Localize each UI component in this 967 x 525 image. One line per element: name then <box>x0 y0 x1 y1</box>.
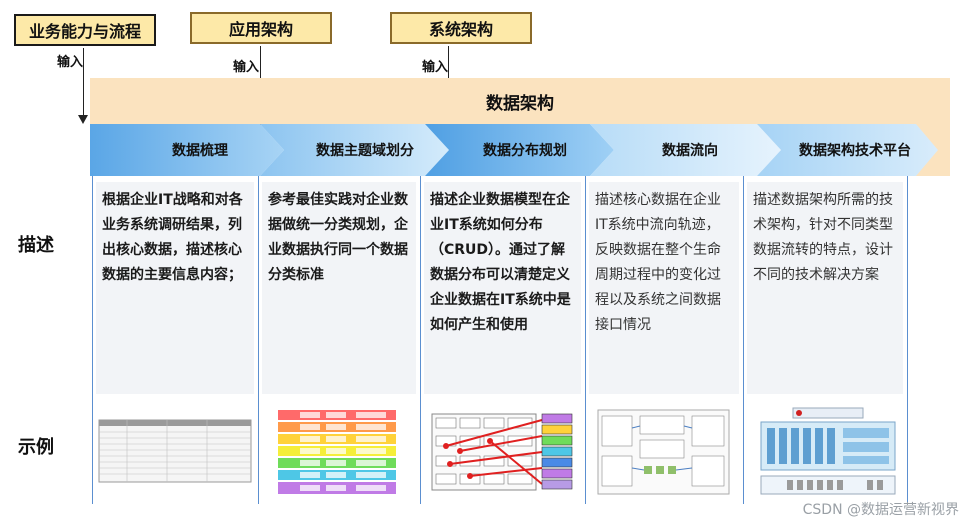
input-label-1: 输入 <box>57 55 84 70</box>
row-label-example: 示例 <box>18 437 54 458</box>
stage-2-description: 参考最佳实践对企业数据做统一分类规划，企业数据执行同一个数据分类标准 <box>262 182 416 394</box>
data-architecture-band: 数据架构 <box>90 78 950 124</box>
stage-1-description: 根据企业IT战略和对各业务系统调研结果，列出核心数据，描述核心数据的主要信息内容… <box>96 182 254 394</box>
stage-1-label: 数据梳理 <box>172 143 228 159</box>
stage-4-label: 数据流向 <box>662 143 718 159</box>
stage-4-description: 描述核心数据在企业IT系统中流向轨迹，反映数据在整个生命周期过程中的变化过程以及… <box>589 182 739 394</box>
stage-3-label: 数据分布规划 <box>483 143 567 159</box>
row-label-description: 描述 <box>18 235 54 256</box>
column-line-1 <box>258 176 259 504</box>
chevron-stage-5 <box>757 124 938 176</box>
stage-5-description: 描述数据架构所需的技术架构，针对不同类型数据流转的特点，设计不同的技术解决方案 <box>747 182 903 394</box>
stage-2-label: 数据主题域划分 <box>316 143 414 159</box>
chevron-svg <box>90 124 938 176</box>
application-arch-label: 应用架构 <box>228 20 293 39</box>
chevron-stage-3 <box>425 124 614 176</box>
input-label-2: 输入 <box>233 60 260 75</box>
data-architecture-title: 数据架构 <box>486 93 554 114</box>
example-thumbnail-platform <box>760 407 896 495</box>
system-arch-box: 系统架构 <box>390 12 532 44</box>
input-label-3: 输入 <box>422 60 449 75</box>
column-line-3 <box>585 176 586 504</box>
example-thumbnail-distribution <box>431 413 573 491</box>
example-thumbnail-table <box>98 419 252 483</box>
input-arrowhead-1 <box>78 115 88 124</box>
column-line-0 <box>92 176 93 504</box>
example-thumbnail-flow <box>597 409 730 495</box>
column-line-2 <box>420 176 421 504</box>
column-line-5 <box>907 176 908 504</box>
input-arrow-line-1 <box>83 48 84 116</box>
stage-3-description: 描述企业数据模型在企业IT系统如何分布（CRUD）。通过了解数据分布可以清楚定义… <box>424 182 581 394</box>
column-line-4 <box>743 176 744 504</box>
stage-chevrons: 数据梳理 数据主题域划分 数据分布规划 数据流向 数据架构技术平台 <box>90 124 940 176</box>
chevron-stage-1 <box>90 124 284 176</box>
business-capability-box: 业务能力与流程 <box>14 14 156 46</box>
chevron-stage-4 <box>590 124 781 176</box>
business-capability-label: 业务能力与流程 <box>28 22 141 41</box>
application-arch-box: 应用架构 <box>190 12 332 44</box>
stage-5-label: 数据架构技术平台 <box>799 143 911 159</box>
example-thumbnail-color-grid <box>278 410 396 494</box>
system-arch-label: 系统架构 <box>428 20 493 39</box>
watermark: CSDN @数据运营新视界 <box>802 502 959 518</box>
chevron-stage-2 <box>260 124 449 176</box>
